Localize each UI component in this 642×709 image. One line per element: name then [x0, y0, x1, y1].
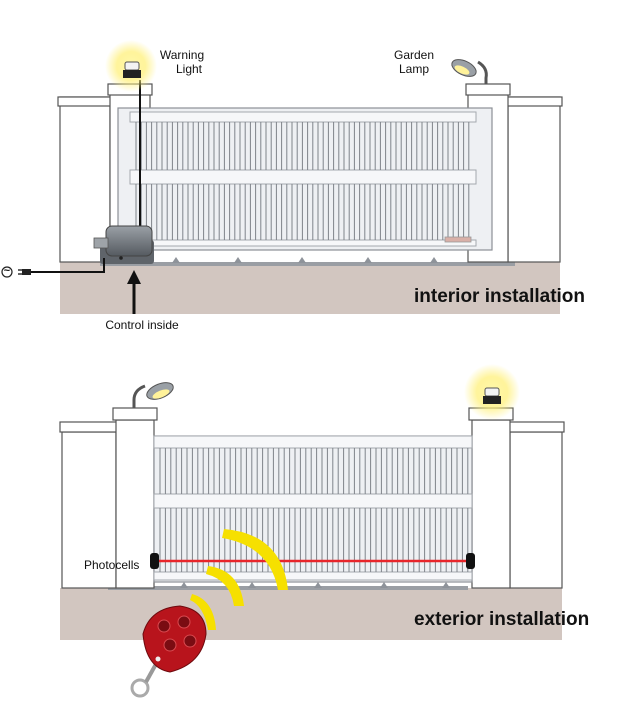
warning-light-label-line2: Light	[175, 62, 203, 76]
gate-roller	[180, 582, 188, 588]
gate-motor-icon	[93, 225, 154, 264]
garden-lamp-label: Garden Lamp	[386, 48, 442, 76]
warning-light-label-line1: Warning	[159, 48, 205, 62]
left-wall-top	[59, 96, 111, 263]
exterior-scene	[59, 364, 565, 698]
garden-lamp-icon	[132, 382, 174, 408]
power-cable	[30, 258, 105, 273]
sliding-gate-top	[117, 107, 493, 251]
gate-roller	[380, 582, 388, 588]
gate-roller	[248, 582, 256, 588]
interior-installation-title: interior installation	[414, 286, 586, 307]
warning-light-icon	[483, 387, 501, 404]
right-pillar-bottom	[471, 419, 511, 589]
gate-roller	[430, 257, 438, 263]
warning-light-icon	[123, 61, 141, 78]
left-pillar-bottom	[115, 419, 155, 589]
exterior-installation-title: exterior installation	[414, 609, 590, 630]
ground-top	[60, 262, 560, 314]
photocells-label: Photocells	[84, 558, 140, 572]
gate-roller	[314, 582, 322, 588]
garden-lamp-label-line2: Lamp	[398, 62, 430, 76]
gate-roller	[364, 257, 372, 263]
warning-light-label: Warning Light	[150, 48, 214, 76]
garden-lamp-icon	[451, 59, 488, 84]
gate-roller	[172, 257, 180, 263]
interior-scene	[1, 40, 563, 314]
power-symbol: ~	[3, 265, 11, 277]
right-wall-bottom	[509, 431, 563, 589]
radio-signal-waves	[190, 529, 288, 630]
gate-rail-bottom	[108, 586, 468, 590]
control-arrow	[127, 270, 141, 314]
garden-lamp-label-line1: Garden	[393, 48, 435, 62]
right-wall-top	[507, 96, 561, 263]
gate-rail-top	[100, 262, 515, 266]
gate-roller	[234, 257, 242, 263]
gate-roller	[298, 257, 306, 263]
power-plug-icon	[1, 266, 31, 278]
sliding-gate-bottom	[153, 435, 473, 583]
gate-roller	[442, 582, 450, 588]
control-inside-label: Control inside	[105, 318, 179, 332]
photocell-icon	[150, 553, 475, 569]
remote-control-icon	[130, 605, 207, 698]
